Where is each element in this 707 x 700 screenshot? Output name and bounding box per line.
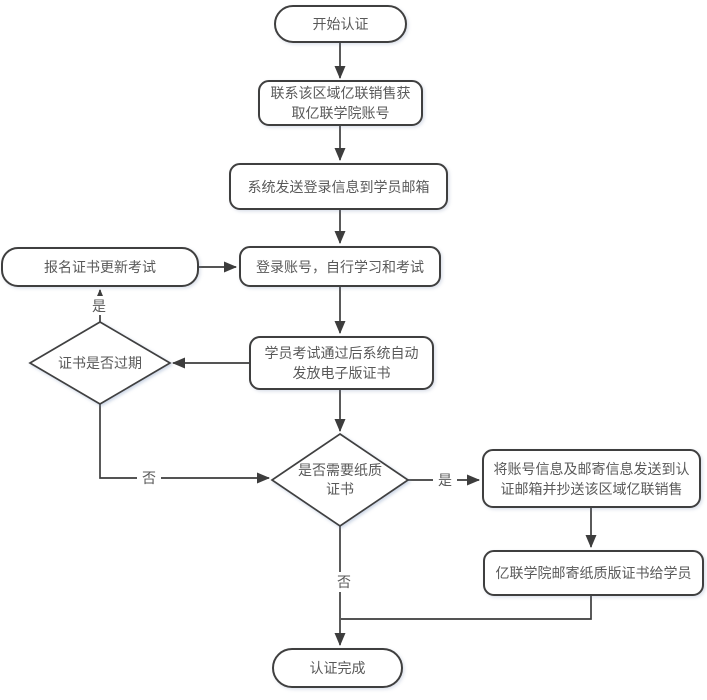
- decision-need-paper-label: 是否需要纸质 证书: [298, 462, 382, 497]
- edge-label-paper-yes: 是: [433, 470, 457, 490]
- edge-label-expired-yes: 是: [88, 296, 110, 315]
- node-send-info: 将账号信息及邮寄信息发送到认 证邮箱并抄送该区域亿联销售: [482, 449, 701, 508]
- node-end: 认证完成: [272, 648, 403, 688]
- node-register-renewal: 报名证书更新考试: [1, 247, 199, 287]
- edge-label-paper-no: 否: [332, 572, 356, 592]
- edge-expired-no-to-paper-diamond: [99, 404, 270, 484]
- decision-cert-expired-label: 证书是否过期: [58, 354, 142, 371]
- node-contact-sales: 联系该区域亿联销售获 取亿联学院账号: [258, 80, 423, 126]
- decision-need-paper-shape: [270, 432, 410, 528]
- decision-cert-expired-shape: [28, 321, 172, 405]
- edge-label-expired-no: 否: [137, 468, 161, 488]
- node-login-study: 登录账号，自行学习和考试: [239, 246, 441, 287]
- node-start: 开始认证: [274, 5, 407, 43]
- node-exam-pass: 学员考试通过后系统自动 发放电子版证书: [249, 336, 434, 390]
- edge-mail-to-merge: [341, 596, 592, 620]
- node-system-email: 系统发送登录信息到学员邮箱: [229, 163, 448, 210]
- node-mail-cert: 亿联学院邮寄纸质版证书给学员: [483, 550, 704, 596]
